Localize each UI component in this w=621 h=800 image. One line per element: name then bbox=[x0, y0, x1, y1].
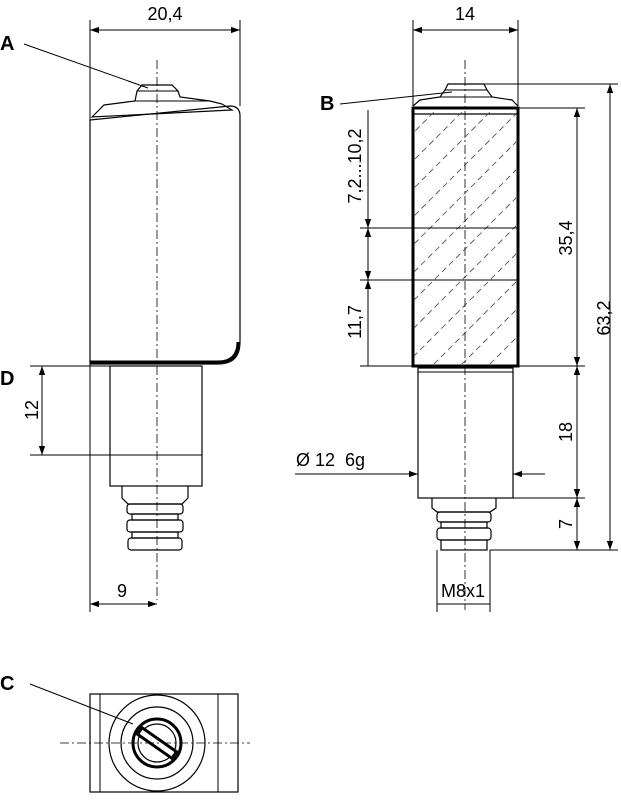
front-view-cap bbox=[412, 83, 519, 107]
side-view bbox=[89, 60, 241, 600]
dim-active-zone: 11,7 bbox=[345, 305, 365, 339]
front-view-barrel bbox=[417, 367, 514, 499]
front-view-housing bbox=[411, 106, 520, 368]
front-view-lens-hatch bbox=[154, 104, 516, 364]
hatch-line bbox=[414, 197, 516, 301]
dim-barrel-diameter: Ø 12 6g bbox=[296, 450, 365, 470]
side-view-cap bbox=[90, 84, 235, 118]
dim-thread: M8x1 bbox=[441, 581, 485, 601]
front-view-connector bbox=[431, 498, 497, 551]
hatch-line bbox=[154, 104, 414, 364]
side-view-housing bbox=[89, 105, 241, 365]
dim-barrel-length: 18 bbox=[556, 422, 576, 442]
label-d: D bbox=[0, 368, 14, 390]
hatch-line bbox=[414, 141, 516, 245]
hatch-line bbox=[414, 111, 436, 133]
side-view-connector bbox=[121, 486, 189, 551]
side-view-barrel bbox=[109, 365, 203, 487]
side-view-dimensions: 20,4 12 9 A D bbox=[0, 4, 241, 612]
dim-focus-range: 7,2...10,2 bbox=[345, 128, 365, 203]
dim-width-side: 20,4 bbox=[147, 4, 182, 24]
hatch-line bbox=[461, 309, 516, 364]
dim-total-length: 63,2 bbox=[594, 300, 614, 335]
label-c: C bbox=[0, 673, 14, 695]
dim-axis-offset: 9 bbox=[117, 581, 127, 601]
dim-housing-length: 35,4 bbox=[556, 220, 576, 255]
hatch-line bbox=[414, 169, 516, 273]
dim-mount-length: 12 bbox=[22, 400, 42, 420]
dim-connector-length: 7 bbox=[556, 519, 576, 529]
hatch-line bbox=[433, 281, 516, 364]
label-a: A bbox=[0, 33, 14, 55]
front-view-dimensions: 14 7,2...10,2 11,7 35,4 18 7 63,2 Ø 12 6… bbox=[295, 4, 618, 612]
hatch-line bbox=[414, 113, 516, 217]
label-b: B bbox=[320, 93, 334, 115]
hatch-line bbox=[414, 225, 516, 329]
front-view bbox=[154, 60, 520, 610]
top-view: C bbox=[0, 673, 250, 793]
hatch-line bbox=[414, 111, 464, 161]
dim-width-front: 14 bbox=[455, 4, 475, 24]
hatch-line bbox=[414, 253, 516, 357]
